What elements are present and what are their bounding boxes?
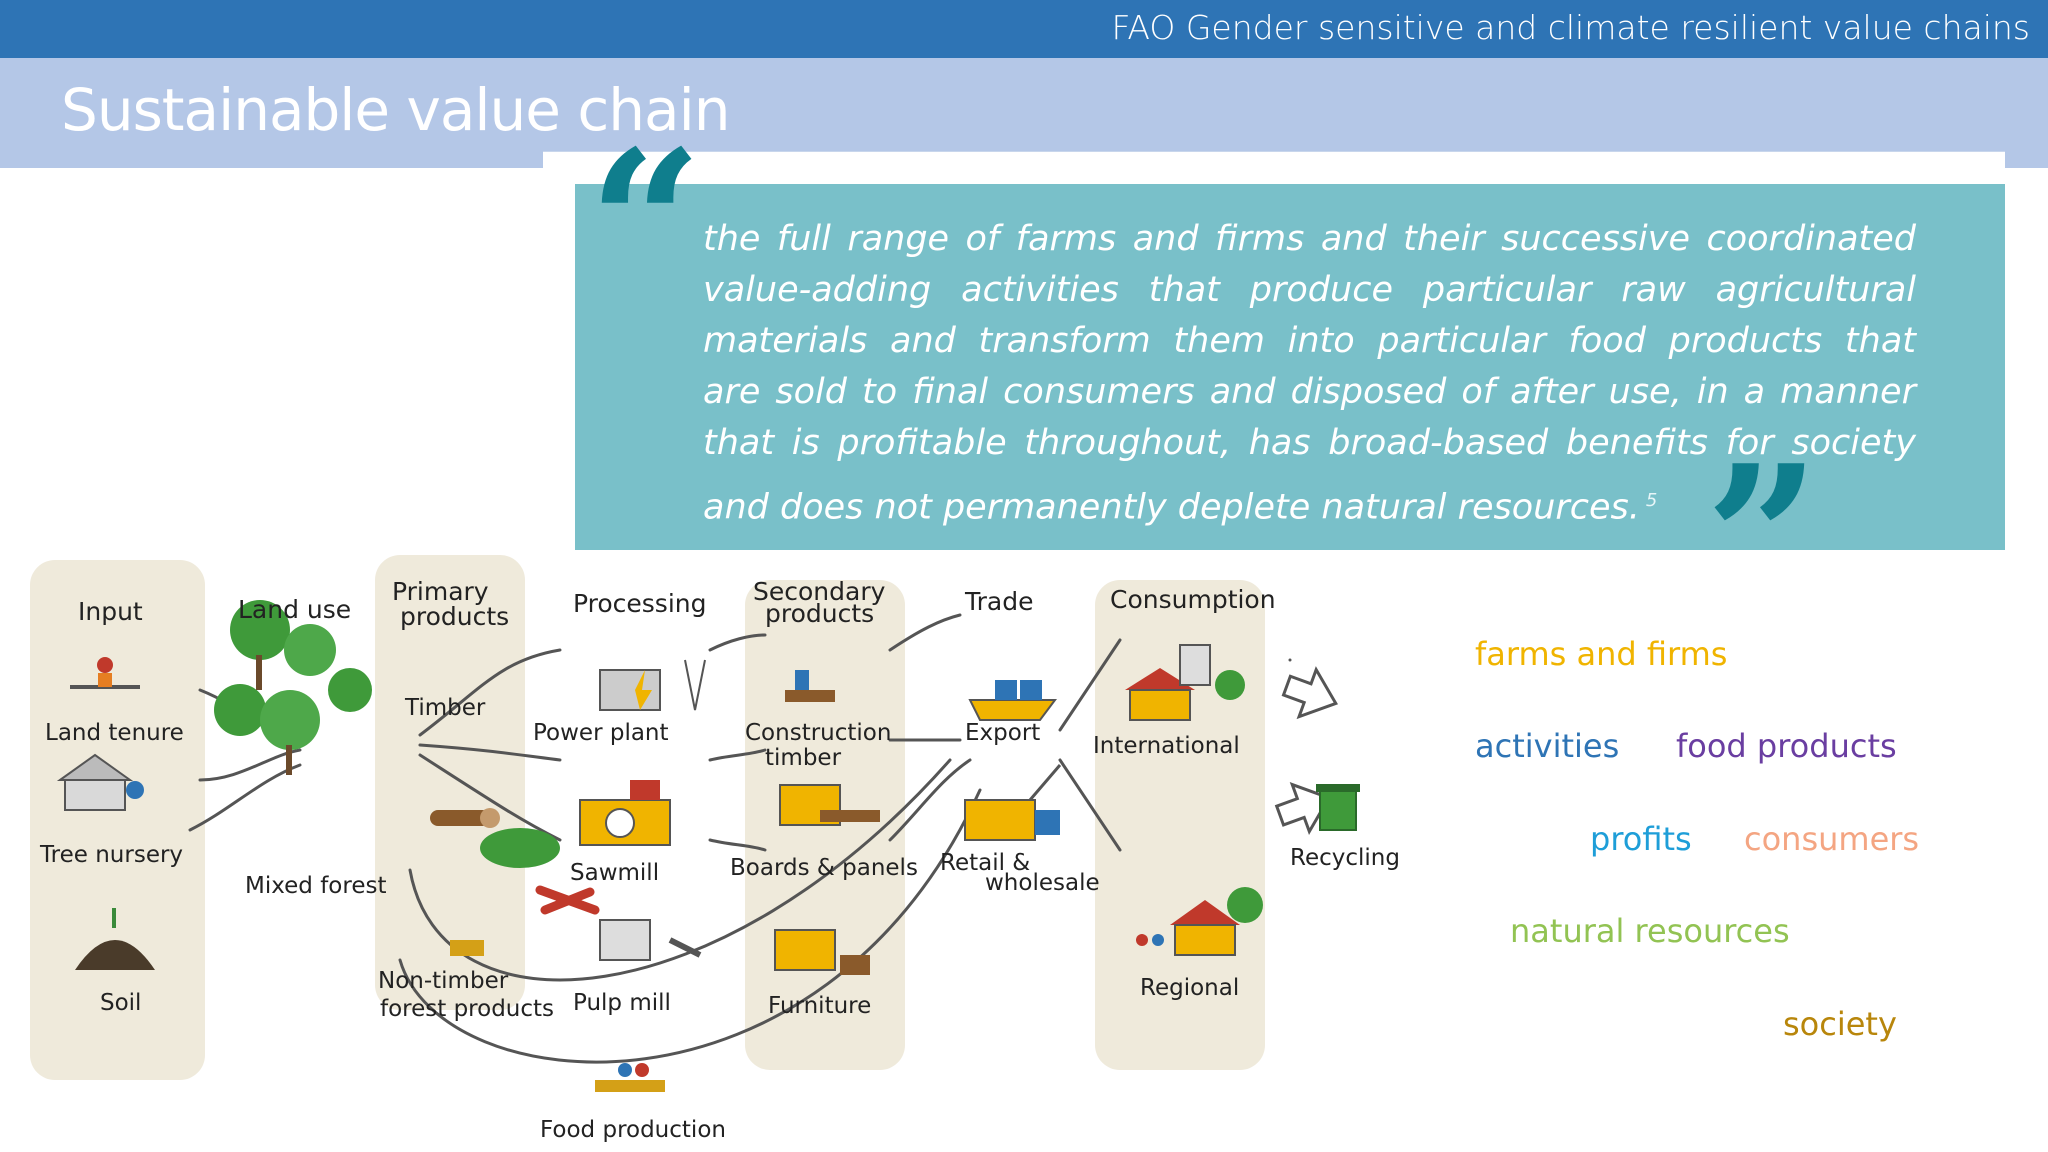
definition-quote-text: the full range of farms and firms and th…: [703, 214, 1916, 534]
recycling-bin-icon: [1316, 784, 1360, 831]
primary-column-bg: [375, 555, 525, 1010]
flow-arrow: [708, 748, 767, 762]
quote-line: and does not permanently deplete natural…: [703, 487, 1640, 528]
flow-arrows: [188, 613, 1292, 1064]
node-soil: Soil: [100, 990, 141, 1016]
flow-arrow: [1058, 638, 1122, 732]
keyword-natural-resources: natural resources: [1510, 912, 1790, 950]
node-non-timber-1: Non-timber: [378, 968, 509, 994]
stage-land-use: Land use: [238, 595, 351, 624]
food-production-icon: [595, 1063, 665, 1092]
soil-icon: [75, 908, 155, 970]
close-quote-mark: ”: [1705, 422, 1821, 657]
boards-icon: [779, 784, 880, 826]
keyword-society: society: [1783, 1005, 1897, 1043]
node-labels: Land tenure Tree nursery Soil Mixed fore…: [39, 695, 1400, 1143]
keyword-activities: activities: [1475, 727, 1620, 765]
keyword-profits: profits: [1590, 820, 1692, 858]
construction-icon: [785, 670, 835, 702]
power-plant-icon: [599, 659, 706, 711]
node-international: International: [1093, 733, 1240, 759]
retail-icon: [964, 764, 1062, 841]
node-export: Export: [965, 720, 1040, 746]
node-construction-2: timber: [765, 745, 842, 771]
sawmill-icon: [579, 780, 671, 846]
node-non-timber-2: forest products: [380, 996, 554, 1022]
node-timber: Timber: [404, 695, 486, 721]
node-regional: Regional: [1140, 975, 1239, 1001]
input-column-bg: [30, 560, 205, 1080]
flow-arrow: [418, 648, 562, 737]
recycle-arrow: [1281, 666, 1339, 720]
flow-arrow: [888, 613, 962, 652]
stage-secondary-1: Secondary: [753, 577, 886, 606]
flow-arrow: [418, 743, 562, 762]
stage-primary-2: products: [400, 602, 509, 631]
node-boards-panels: Boards & panels: [730, 855, 918, 881]
node-retail-2: wholesale: [985, 870, 1100, 896]
keyword-farms-and-firms: farms and firms: [1475, 635, 1728, 673]
furniture-icon: [774, 929, 870, 975]
pictograms: [56, 600, 1360, 1092]
recycle-arrow: [1274, 782, 1332, 836]
flow-arrow: [408, 758, 952, 982]
timber-icon: [430, 808, 500, 828]
quote-line: are sold to final consumers and disposed…: [703, 372, 1916, 412]
node-furniture: Furniture: [768, 993, 871, 1019]
ship-icon: [968, 680, 1057, 721]
node-sawmill: Sawmill: [570, 860, 659, 886]
flow-arrow: [398, 788, 982, 1064]
node-construction-1: Construction: [745, 720, 891, 746]
stage-secondary-2: products: [765, 599, 874, 628]
quote-line-last: and does not permanently deplete natural…: [703, 475, 1916, 534]
stage-trade: Trade: [964, 587, 1033, 616]
value-chain-diagram: Input Land use Primary products Processi…: [30, 555, 1400, 1143]
x-mark-icon: [535, 885, 600, 915]
open-quote-mark: “: [588, 107, 704, 342]
definition-quote-box: [575, 184, 2005, 550]
organization-title: FAO Gender sensitive and climate resilie…: [1111, 8, 2030, 47]
regional-icon: [1136, 887, 1263, 956]
quote-line: value-adding activities that produce par…: [703, 270, 1916, 310]
keyword-consumers: consumers: [1744, 820, 1920, 858]
node-mixed-forest: Mixed forest: [245, 873, 386, 899]
stage-input: Input: [78, 597, 143, 626]
non-timber-icon: [450, 940, 484, 956]
recycle-arrows: [1274, 666, 1339, 836]
tree-nursery-icon: [56, 753, 144, 811]
land-tenure-icon: [70, 657, 140, 689]
flow-arrow: [708, 633, 767, 652]
footnote-marker: 5: [1645, 490, 1658, 511]
column-backgrounds: [30, 555, 1265, 1080]
stage-consumption: Consumption: [1110, 585, 1276, 614]
node-retail-1: Retail &: [940, 850, 1030, 876]
quote-top-strip: [543, 152, 2005, 184]
quote-line: the full range of farms and firms and th…: [703, 219, 1916, 259]
international-icon: [1125, 644, 1245, 721]
flow-arrow: [1058, 758, 1122, 852]
node-food-production: Food production: [540, 1117, 726, 1143]
node-power-plant: Power plant: [533, 720, 669, 746]
top-banner: FAO Gender sensitive and climate resilie…: [0, 0, 2048, 58]
node-pulp-mill: Pulp mill: [573, 990, 671, 1016]
stage-headings: Input Land use Primary products Processi…: [78, 577, 1276, 631]
stage-processing: Processing: [573, 589, 707, 618]
node-land-tenure: Land tenure: [45, 720, 184, 746]
quote-line: materials and transform them into partic…: [703, 321, 1916, 361]
flow-arrow: [708, 838, 767, 852]
node-recycling: Recycling: [1290, 845, 1400, 871]
stage-primary-1: Primary: [392, 577, 489, 606]
mixed-forest-icon: [214, 600, 372, 775]
flow-arrow: [188, 763, 302, 832]
slide-title: Sustainable value chain: [61, 76, 730, 144]
quote-line: that is profitable throughout, has broad…: [703, 423, 1916, 463]
pulp-mill-icon: [599, 919, 702, 961]
node-tree-nursery: Tree nursery: [39, 842, 183, 868]
keyword-food-products: food products: [1676, 727, 1897, 765]
title-banner: [0, 58, 2048, 168]
flow-arrow: [198, 748, 302, 782]
cut-tree-icon: [480, 828, 560, 868]
flow-arrow: [888, 758, 972, 842]
